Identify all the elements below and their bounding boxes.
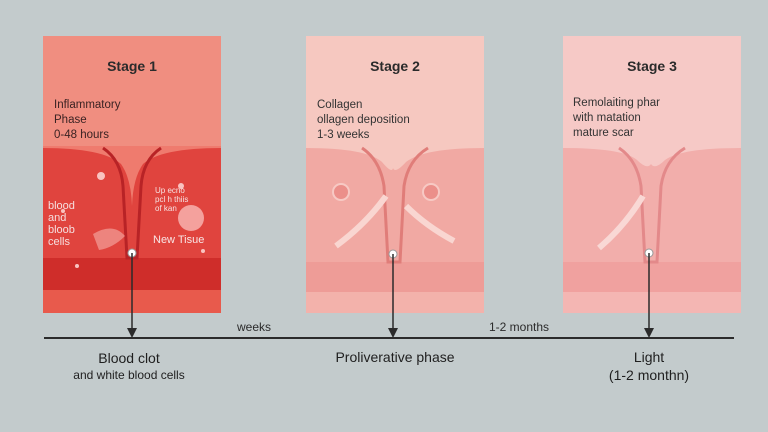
stage-2-arrowhead xyxy=(388,328,398,338)
caption-stage-1-line-1: Blood clot xyxy=(98,350,160,366)
stage-1-panel: Stage 1 Inflammatory Phase 0-48 hours bl… xyxy=(43,36,221,313)
stage-2-title: Stage 2 xyxy=(370,58,420,74)
stage-3-description: Remolaiting phar with matation mature sc… xyxy=(573,97,660,139)
stage-1-description: Inflammatory Phase 0-48 hours xyxy=(54,99,121,141)
caption-stage-2: Proliverative phase xyxy=(306,348,484,366)
stage-2-panel: Stage 2 Collagen ollagen deposition 1-3 … xyxy=(306,36,484,313)
caption-stage-3-line-2: (1-2 monthn) xyxy=(608,367,690,383)
stage-1-title: Stage 1 xyxy=(107,58,157,74)
stage-3-arrowhead xyxy=(644,328,654,338)
stage-1-illustration xyxy=(43,36,221,313)
stage-2-illustration xyxy=(306,36,484,313)
stage-3-illustration xyxy=(563,36,741,313)
caption-stage-3-line-1: Light xyxy=(633,349,665,365)
caption-stage-3: Light (1-2 monthn) xyxy=(560,348,738,384)
timeline-label-months: 1-2 months xyxy=(489,320,550,334)
stage-1-arrowhead xyxy=(127,328,137,338)
stage-1-annotation-label: Up ecno pcl h thiis of kan xyxy=(155,186,189,213)
timeline-label-weeks: weeks xyxy=(237,320,272,334)
stage-1-new-tissue-label: New Tisue xyxy=(153,234,205,246)
stage-3-title: Stage 3 xyxy=(627,58,677,74)
stage-3-panel: Stage 3 Remolaiting phar with matation m… xyxy=(563,36,741,313)
caption-stage-1: Blood clot and white blood cells xyxy=(40,349,218,384)
caption-stage-1-line-2: and white blood cells xyxy=(73,368,185,382)
stage-1-blood-cells-label: blood and bloob cells xyxy=(48,200,75,248)
caption-stage-2-line-1: Proliverative phase xyxy=(335,349,455,365)
stage-2-description: Collagen ollagen deposition 1-3 weeks xyxy=(317,99,410,141)
